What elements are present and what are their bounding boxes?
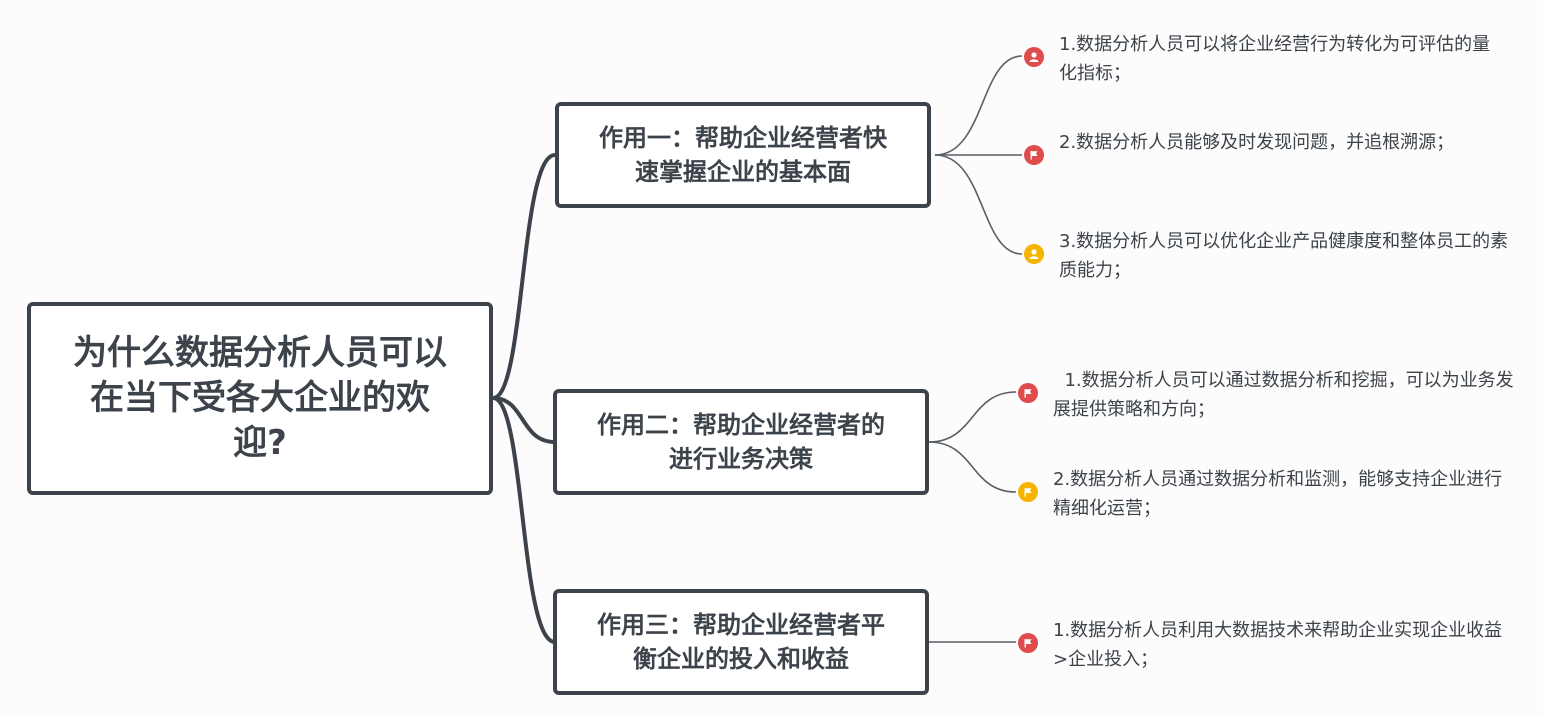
- branch-topic-2[interactable]: 作用二：帮助企业经营者的进行业务决策: [553, 389, 929, 495]
- root-connector-1: [492, 153, 556, 400]
- leaf-topic-1-1[interactable]: 1.数据分析人员可以将企业经营行为转化为可评估的量化指标；: [1024, 30, 1494, 88]
- person-icon: [1024, 47, 1044, 67]
- leaf-topic-1-3[interactable]: 3.数据分析人员可以优化企业产品健康度和整体员工的素质能力；: [1024, 227, 1514, 285]
- flag-icon: [1018, 482, 1038, 502]
- branch-topic-1-label: 作用一：帮助企业经营者快速掌握企业的基本面: [599, 124, 887, 186]
- root-topic-label: 为什么数据分析人员可以在当下受各大企业的欢迎?: [73, 333, 447, 463]
- leaf-text: 2.数据分析人员能够及时发现问题，并追根溯源；: [1059, 132, 1455, 153]
- branch2-connector-2: [928, 441, 1017, 493]
- branch-topic-3-label: 作用三：帮助企业经营者平衡企业的投入和收益: [597, 611, 885, 673]
- leaf-topic-2-1[interactable]: 1.数据分析人员可以通过数据分析和挖掘，可以为业务发展提供策略和方向；: [1018, 366, 1518, 424]
- branch1-connector-1: [934, 55, 1023, 156]
- branch-topic-2-label: 作用二：帮助企业经营者的进行业务决策: [597, 411, 885, 473]
- leaf-text: 1.数据分析人员可以通过数据分析和挖掘，可以为业务发展提供策略和方向；: [1053, 370, 1514, 420]
- leaf-topic-3-1[interactable]: 1.数据分析人员利用大数据技术来帮助企业实现企业收益>企业投入；: [1018, 616, 1508, 674]
- leaf-text: 2.数据分析人员通过数据分析和监测，能够支持企业进行精细化运营；: [1053, 469, 1503, 519]
- leaf-text: 1.数据分析人员利用大数据技术来帮助企业实现企业收益>企业投入；: [1053, 620, 1503, 670]
- flag-icon: [1024, 145, 1044, 165]
- branch-topic-3[interactable]: 作用三：帮助企业经营者平衡企业的投入和收益: [553, 589, 929, 695]
- leaf-topic-2-2[interactable]: 2.数据分析人员通过数据分析和监测，能够支持企业进行精细化运营；: [1018, 465, 1508, 523]
- branch2-connector-1: [928, 391, 1017, 443]
- flag-icon: [1018, 633, 1038, 653]
- flag-icon: [1018, 383, 1038, 403]
- root-connector-2: [492, 396, 556, 444]
- leaf-text: 1.数据分析人员可以将企业经营行为转化为可评估的量化指标；: [1059, 34, 1491, 84]
- leaf-text: 3.数据分析人员可以优化企业产品健康度和整体员工的素质能力；: [1059, 231, 1509, 281]
- branch1-connector-3: [934, 154, 1023, 255]
- person-icon: [1024, 244, 1044, 264]
- root-topic[interactable]: 为什么数据分析人员可以在当下受各大企业的欢迎?: [27, 302, 493, 495]
- branch-topic-1[interactable]: 作用一：帮助企业经营者快速掌握企业的基本面: [555, 102, 931, 208]
- root-connector-3: [492, 396, 556, 644]
- leaf-topic-1-2[interactable]: 2.数据分析人员能够及时发现问题，并追根溯源；: [1024, 128, 1494, 165]
